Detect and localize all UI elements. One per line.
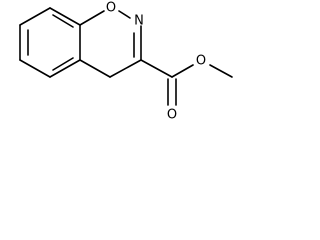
bond-c8a-o — [79, 10, 105, 26]
bond-o-n — [118, 10, 131, 19]
ring-oxygen-label: O — [106, 1, 116, 16]
chemical-structure: O N O O — [19, 1, 233, 123]
bond-benzene-3 — [19, 59, 51, 78]
bond-carbonyl-ester-o — [171, 64, 194, 78]
bond-benzene-6 — [49, 7, 81, 26]
bond-c4-c4a — [79, 59, 111, 78]
bond-benzene-1 — [19, 7, 51, 26]
bond-benzene-4 — [49, 59, 81, 78]
benzene-ring — [19, 7, 81, 78]
methyl-ester-group — [140, 59, 233, 106]
bond-ester-o-methyl — [209, 64, 233, 78]
bond-c3-c4 — [109, 59, 142, 78]
bond-c3-carbonyl — [140, 59, 173, 78]
ring-nitrogen-label: N — [134, 14, 144, 29]
ester-oxygen-label: O — [196, 54, 206, 69]
carbonyl-oxygen-label: O — [167, 108, 177, 123]
oxazine-ring — [79, 10, 142, 78]
bond-benzene-inner-3 — [52, 14, 74, 28]
bond-benzene-inner-2 — [52, 57, 74, 71]
